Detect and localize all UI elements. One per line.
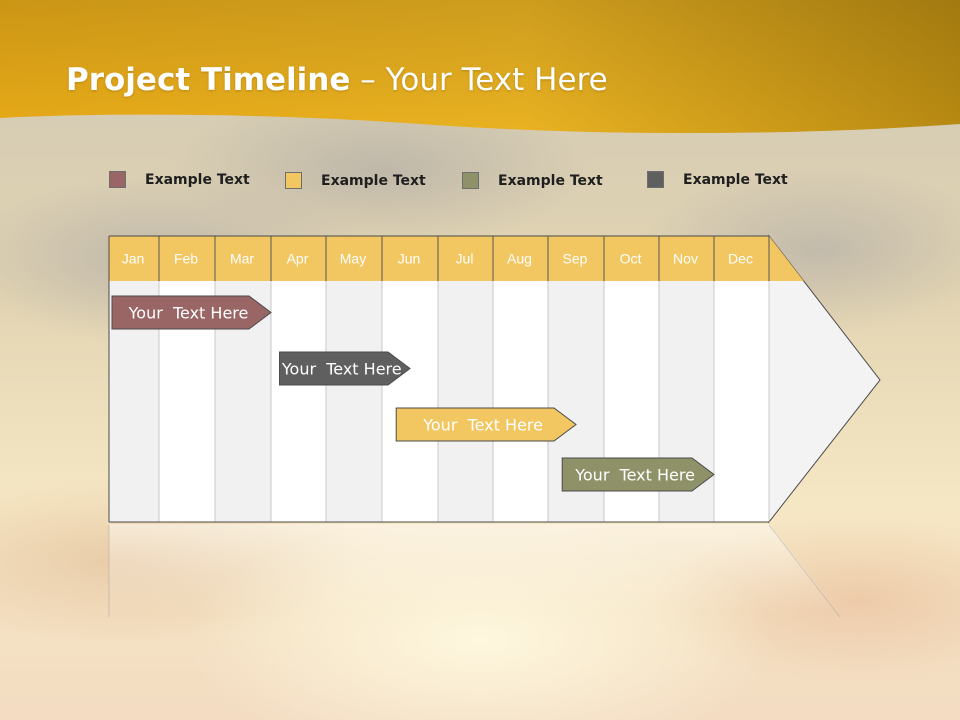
month-label: Dec — [728, 251, 753, 267]
month-header-cell — [438, 236, 493, 281]
task-label: Your Text Here — [574, 466, 695, 485]
month-column — [382, 281, 438, 522]
month-header-cell — [548, 236, 604, 281]
legend-swatch-4 — [647, 171, 664, 188]
month-header-cell — [109, 236, 159, 281]
legend-label-3: Example Text — [498, 173, 603, 189]
month-header-cell — [159, 236, 215, 281]
month-column — [714, 281, 769, 522]
title-subtitle: – Your Text Here — [350, 62, 608, 98]
legend-label-1: Example Text — [145, 172, 250, 188]
task-label: Your Text Here — [128, 304, 249, 323]
task-arrow — [279, 351, 411, 386]
page-title: Project Timeline – Your Text Here — [66, 62, 608, 98]
month-column — [438, 281, 493, 522]
month-column — [271, 281, 326, 522]
month-label: Mar — [230, 251, 254, 267]
month-label: Jan — [122, 251, 145, 267]
legend-swatch-3 — [462, 172, 479, 189]
month-header-cell — [493, 236, 548, 281]
task-arrow — [395, 407, 577, 442]
month-header-cell — [271, 236, 326, 281]
timeline-arrow-header — [769, 236, 804, 281]
month-header-cell — [714, 236, 769, 281]
legend-swatch-2 — [285, 172, 302, 189]
month-label: Apr — [287, 251, 309, 267]
task-label: Your Text Here — [281, 360, 402, 379]
month-label: Feb — [174, 251, 198, 267]
month-header-cell — [326, 236, 382, 281]
month-label: Aug — [507, 251, 532, 267]
month-label: Jul — [456, 251, 474, 267]
month-label: Nov — [673, 251, 698, 267]
month-label: Sep — [563, 251, 588, 267]
timeline-reflection — [109, 524, 840, 614]
month-header-cell — [215, 236, 271, 281]
month-header-cell — [659, 236, 714, 281]
task-label: Your Text Here — [422, 416, 543, 435]
title-main: Project Timeline — [66, 62, 351, 98]
month-header-cell — [382, 236, 438, 281]
month-label: Oct — [620, 251, 642, 267]
task-arrow — [561, 457, 715, 492]
task-arrow — [111, 295, 272, 330]
month-column — [493, 281, 548, 522]
legend-swatch-1 — [109, 171, 126, 188]
legend-label-2: Example Text — [321, 173, 426, 189]
month-header-cell — [604, 236, 659, 281]
header-banner — [0, 0, 960, 134]
reflection-edge-right — [768, 524, 841, 618]
month-column — [326, 281, 382, 522]
legend-label-4: Example Text — [683, 172, 788, 188]
month-label: Jun — [398, 251, 421, 267]
month-label: May — [340, 251, 366, 267]
